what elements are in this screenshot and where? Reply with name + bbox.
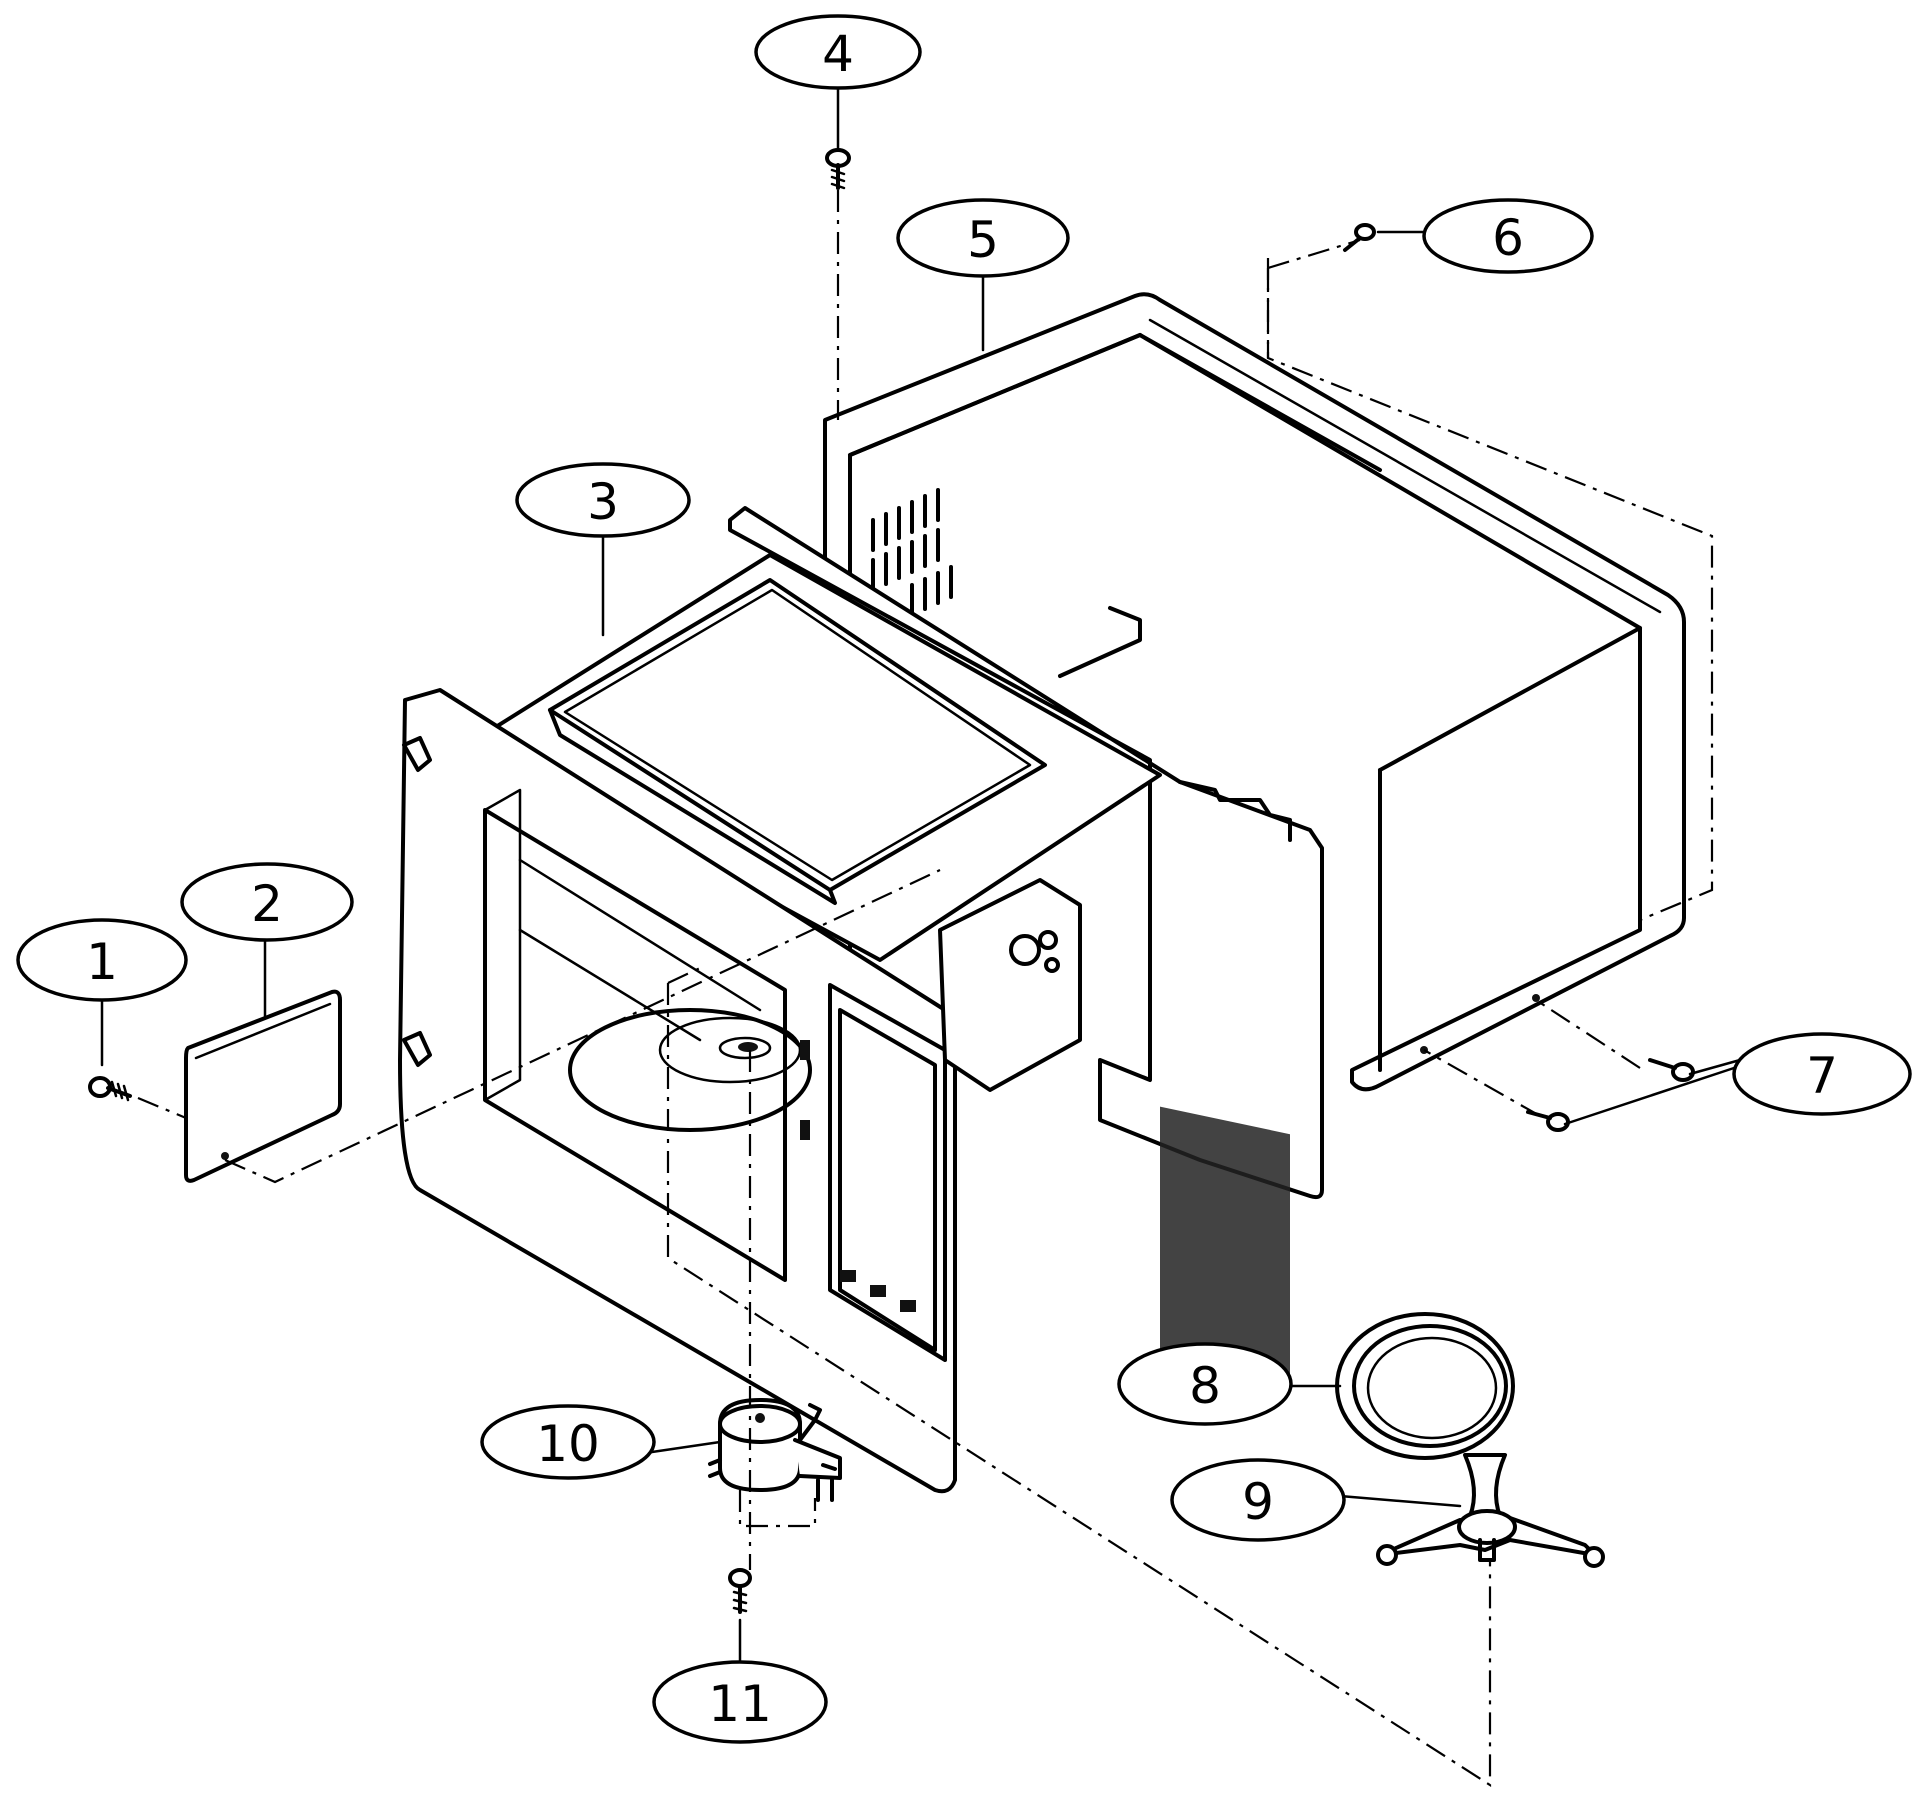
turntable-motor bbox=[708, 1398, 842, 1502]
svg-text:5: 5 bbox=[967, 211, 999, 269]
callout-3: 3 bbox=[515, 462, 691, 538]
leader-lines bbox=[100, 86, 1742, 1662]
side-cover-plate bbox=[184, 989, 342, 1183]
callout-10: 10 bbox=[480, 1404, 656, 1480]
screw-part-11 bbox=[728, 1568, 752, 1614]
rear-vent-grid bbox=[1160, 1106, 1290, 1395]
svg-text:3: 3 bbox=[587, 473, 619, 531]
assembly-guide-lines bbox=[137, 190, 1714, 1788]
svg-text:9: 9 bbox=[1242, 1473, 1274, 1531]
callout-9: 9 bbox=[1170, 1458, 1346, 1542]
oven-cavity-chassis bbox=[398, 506, 1324, 1494]
callout-4: 4 bbox=[754, 14, 922, 90]
roller-support-ring bbox=[1376, 1453, 1605, 1568]
svg-text:11: 11 bbox=[708, 1675, 772, 1733]
svg-text:10: 10 bbox=[536, 1415, 600, 1473]
callout-7: 7 bbox=[1732, 1032, 1912, 1116]
svg-text:2: 2 bbox=[251, 875, 283, 933]
callout-8: 8 bbox=[1117, 1342, 1293, 1426]
svg-text:6: 6 bbox=[1492, 209, 1524, 267]
cabinet-vent-slots bbox=[871, 488, 953, 617]
outer-cabinet bbox=[823, 292, 1686, 1092]
svg-text:7: 7 bbox=[1806, 1047, 1838, 1105]
screw-part-6 bbox=[1343, 223, 1376, 252]
callout-6: 6 bbox=[1422, 198, 1594, 274]
callout-5: 5 bbox=[896, 198, 1070, 278]
callout-11: 11 bbox=[652, 1660, 828, 1744]
svg-text:8: 8 bbox=[1189, 1357, 1221, 1415]
screw-part-4 bbox=[825, 148, 851, 190]
glass-turntable-tray bbox=[1335, 1312, 1515, 1460]
callout-2: 2 bbox=[180, 862, 354, 942]
screws-part-7 bbox=[1526, 1058, 1695, 1132]
panel-slots bbox=[800, 1040, 916, 1312]
callout-1: 1 bbox=[16, 918, 188, 1002]
svg-text:4: 4 bbox=[822, 25, 854, 83]
svg-text:1: 1 bbox=[86, 933, 118, 991]
screw-part-1 bbox=[88, 1076, 132, 1102]
